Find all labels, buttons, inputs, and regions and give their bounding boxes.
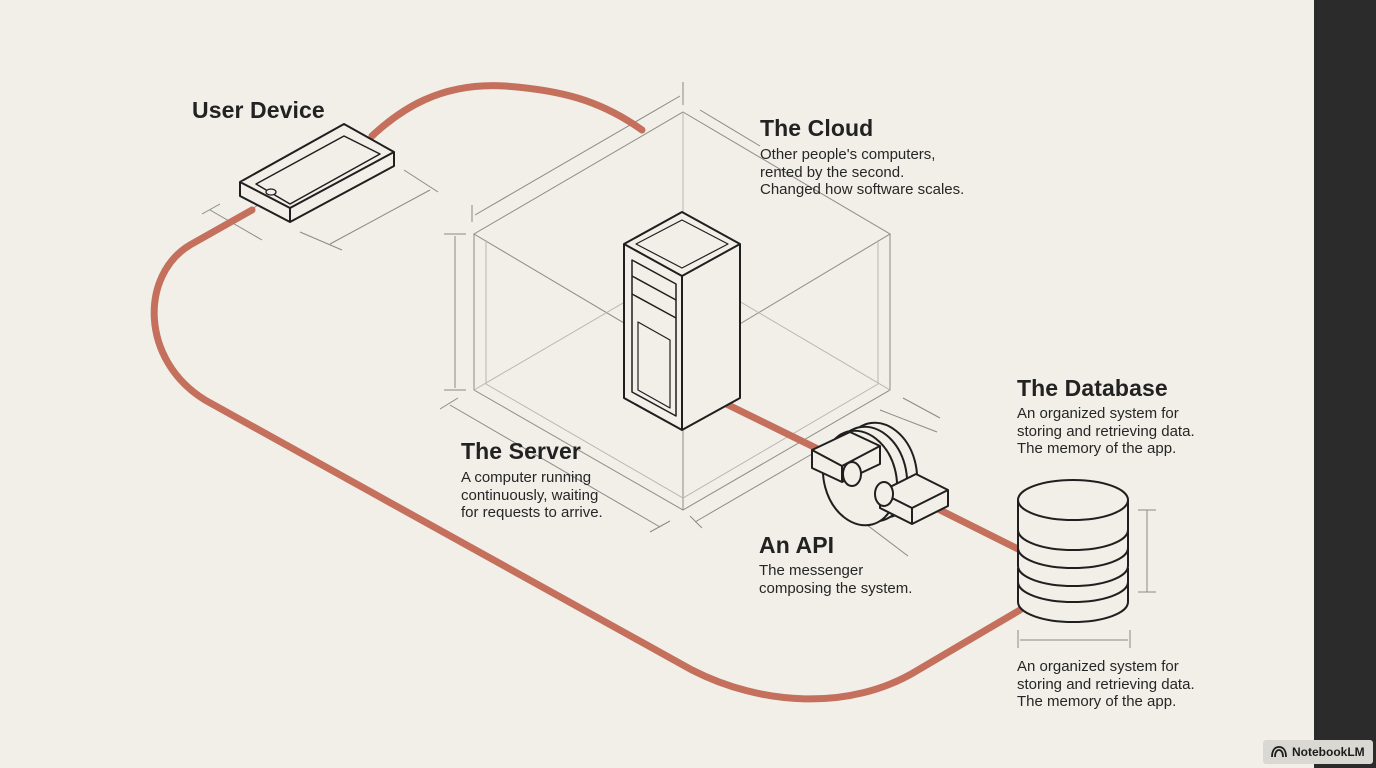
- server-line: continuously, waiting: [461, 486, 599, 504]
- database-line: An organized system for: [1017, 658, 1179, 675]
- database-description: An organized system for storing and retr…: [1017, 405, 1195, 458]
- database-line: storing and retrieving data.: [1017, 422, 1195, 440]
- notebooklm-badge[interactable]: NotebookLM: [1263, 740, 1373, 764]
- notebooklm-icon: [1271, 746, 1287, 758]
- cloud-line: Changed how software scales.: [760, 181, 965, 198]
- api-line: The messenger: [759, 562, 864, 579]
- database-line: An organized system for: [1017, 405, 1179, 422]
- database-line: The memory of the app.: [1017, 693, 1177, 710]
- database-line: storing and retrieving data.: [1017, 675, 1195, 693]
- cable: [150, 82, 1024, 703]
- database-icon: [1017, 479, 1129, 623]
- cloud-line: Other people's computers,: [760, 146, 936, 163]
- cloud-title: The Cloud: [760, 115, 874, 141]
- side-panel-edge: [1314, 0, 1376, 768]
- api-description: The messenger composing the system.: [759, 562, 912, 597]
- cloud-line: rented by the second.: [760, 163, 905, 181]
- server-title: The Server: [461, 438, 581, 464]
- database-description-bottom: An organized system for storing and retr…: [1017, 658, 1195, 711]
- server-description: A computer running continuously, waiting…: [461, 469, 603, 522]
- phone-icon: [239, 123, 395, 223]
- user-device-title: User Device: [192, 97, 325, 123]
- database-line: The memory of the app.: [1017, 440, 1177, 457]
- cloud-description: Other people's computers, rented by the …: [760, 146, 964, 199]
- server-line: for requests to arrive.: [461, 504, 603, 521]
- database-title: The Database: [1017, 375, 1168, 401]
- server-icon: [623, 211, 741, 431]
- api-connector-icon: [811, 421, 949, 527]
- architecture-diagram: [150, 82, 1156, 703]
- api-line: composing the system.: [759, 579, 913, 597]
- api-title: An API: [759, 532, 835, 558]
- server-line: A computer running: [461, 469, 592, 486]
- notebooklm-label: NotebookLM: [1292, 745, 1365, 759]
